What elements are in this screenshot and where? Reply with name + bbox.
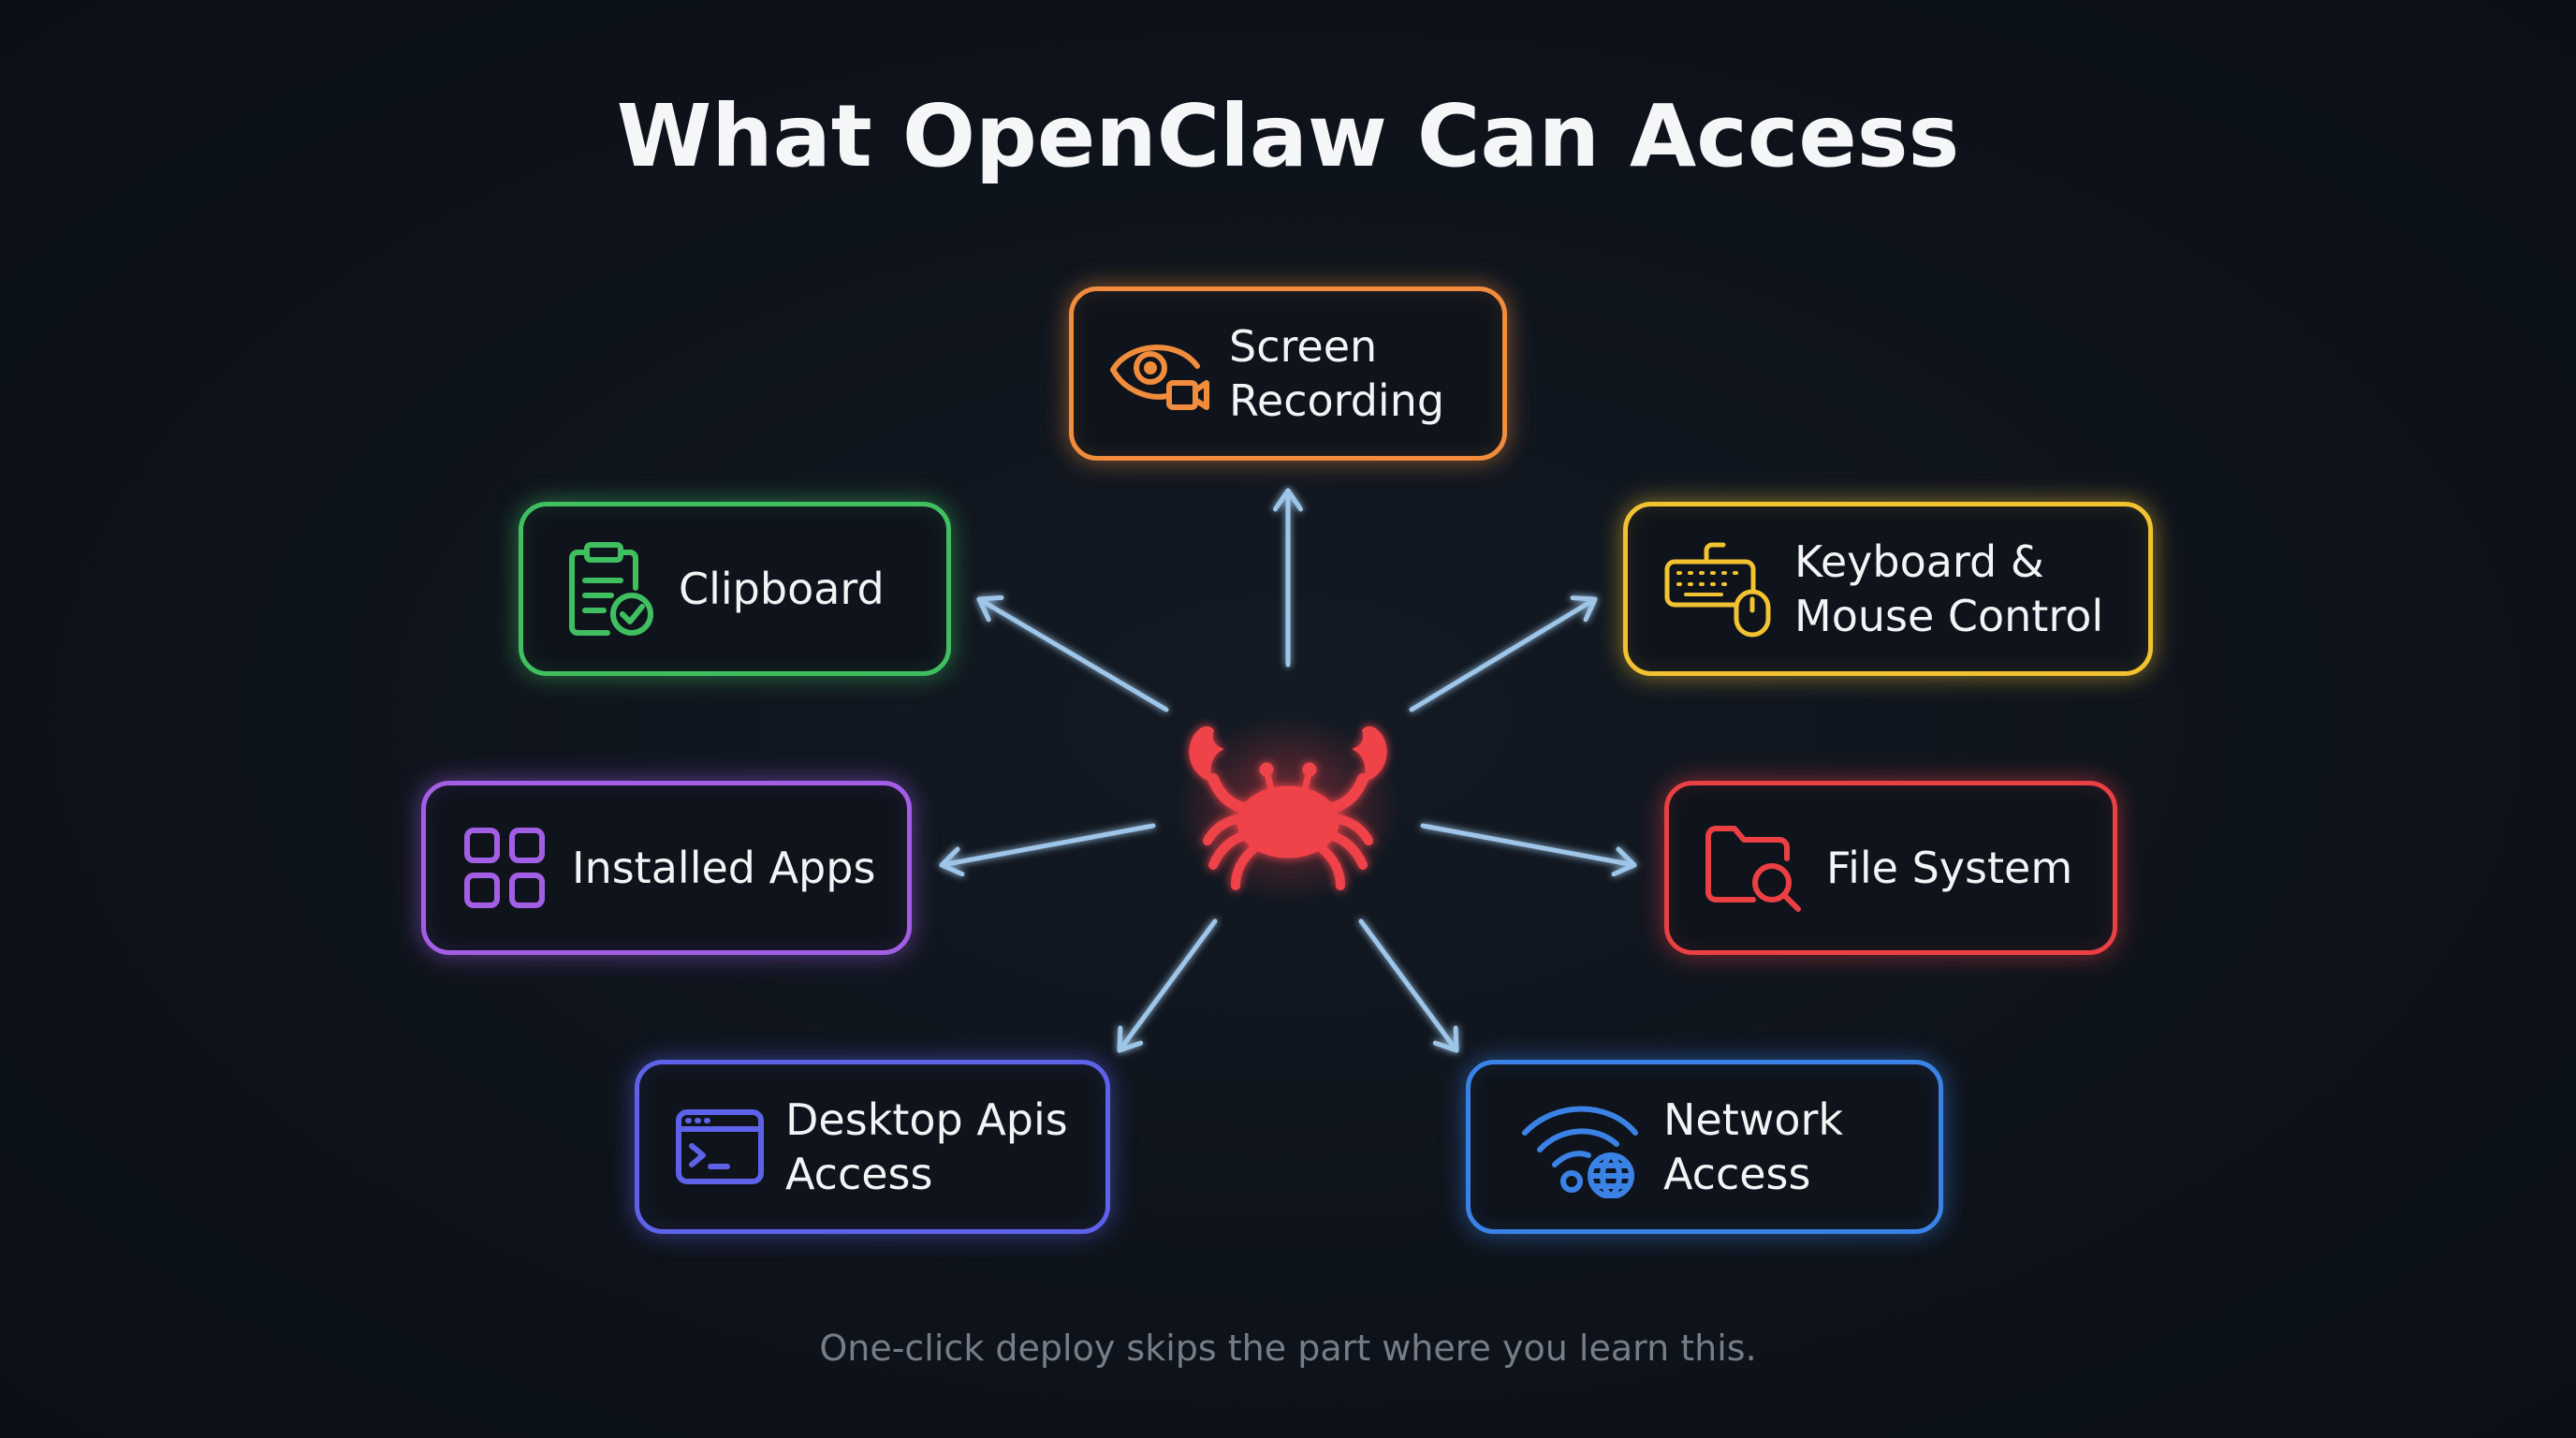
node-installed-apps: Installed Apps (421, 781, 912, 955)
node-label: File System (1826, 843, 2073, 893)
page-title: What OpenClaw Can Access (616, 86, 1960, 186)
node-label: Installed Apps (572, 843, 876, 893)
arrow-to-installed-apps (939, 823, 1156, 877)
app-grid-icon (461, 825, 548, 911)
clipboard-check-icon (564, 537, 658, 640)
node-file-system: File System (1664, 781, 2117, 955)
eye-camera-icon (1107, 329, 1212, 418)
node-network-access: Network Access (1466, 1060, 1943, 1234)
node-keyboard-mouse: Keyboard & Mouse Control (1623, 502, 2153, 676)
footer-caption: One-click deploy skips the part where yo… (819, 1328, 1757, 1369)
arrow-to-file-system (1420, 823, 1637, 877)
node-label: Network Access (1663, 1094, 1844, 1199)
keyboard-mouse-icon (1661, 537, 1776, 640)
arrow-to-network-access (1358, 918, 1459, 1053)
terminal-window-icon (673, 1107, 767, 1187)
node-label: Clipboard (679, 564, 885, 614)
node-label: Screen Recording (1229, 321, 1445, 426)
arrow-to-screen-recording (1272, 488, 1304, 668)
node-screen-recording: Screen Recording (1069, 286, 1507, 461)
node-label: Desktop Apis Access (785, 1094, 1068, 1199)
arrow-to-desktop-apis (1117, 918, 1218, 1053)
wifi-globe-icon (1521, 1095, 1643, 1198)
node-clipboard: Clipboard (519, 502, 951, 676)
arrow-to-clipboard (976, 594, 1169, 712)
crab-icon (1174, 704, 1402, 904)
arrow-to-keyboard-mouse (1409, 595, 1598, 712)
node-desktop-apis: Desktop Apis Access (635, 1060, 1110, 1234)
folder-search-icon (1703, 821, 1806, 915)
node-label: Keyboard & Mouse Control (1794, 536, 2104, 641)
